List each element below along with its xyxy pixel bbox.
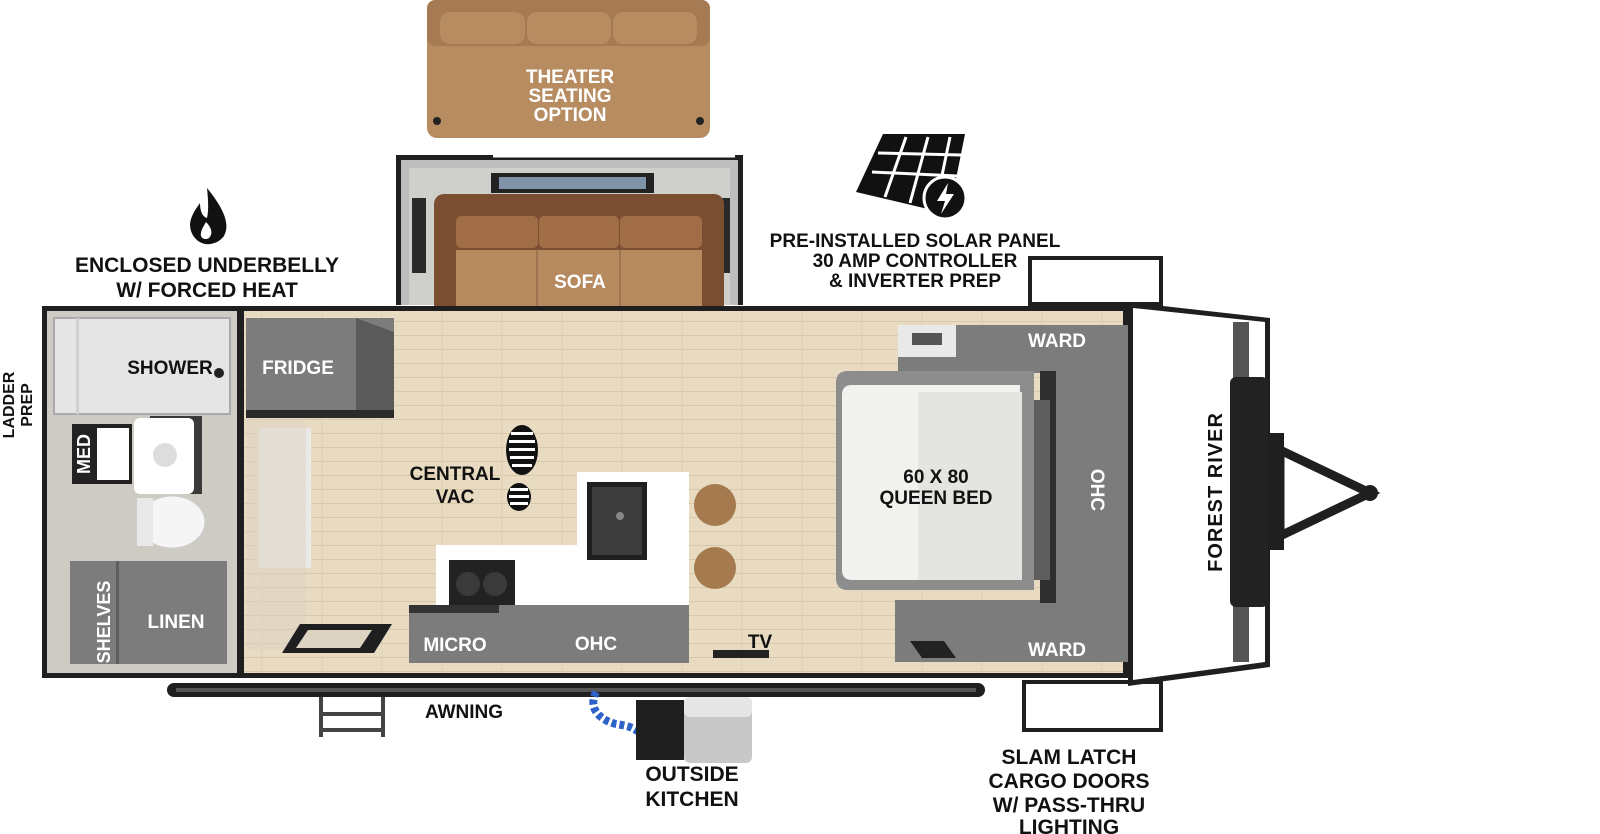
shelves-label: SHELVES <box>94 581 114 664</box>
central-vac-label: CENTRAL VAC <box>410 464 501 508</box>
underbelly-line-2: W/ FORCED HEAT <box>116 279 298 302</box>
fridge-label: FRIDGE <box>262 358 334 379</box>
bed-label: 60 X 80 QUEEN BED <box>880 467 993 509</box>
ohc-galley-label: OHC <box>575 634 618 655</box>
ohc-front-label: OHC <box>1086 469 1107 512</box>
ladder-line-2: PREP <box>19 383 36 427</box>
front-cap <box>1128 302 1381 686</box>
outside-kitchen-line-1: OUTSIDE <box>645 763 738 786</box>
linen-label: LINEN <box>148 612 205 633</box>
ward-top-label: WARD <box>1028 331 1086 352</box>
cargo-line-3: W/ PASS-THRU <box>993 794 1145 817</box>
ladder-label: LADDER PREP <box>1 371 36 438</box>
sofa-label: SOFA <box>554 272 606 293</box>
solar-line-3: & INVERTER PREP <box>829 271 1001 292</box>
trailer-body <box>42 306 1128 678</box>
outside-kitchen-label: OUTSIDE KITCHEN <box>645 763 738 811</box>
central-vac-line-1: CENTRAL <box>410 464 501 485</box>
cargo-line-1: SLAM LATCH <box>1002 746 1137 769</box>
underbelly-line-1: ENCLOSED UNDERBELLY <box>75 254 339 277</box>
micro-label: MICRO <box>423 635 486 656</box>
outside-kitchen-line-2: KITCHEN <box>645 788 738 811</box>
shower-label: SHOWER <box>127 358 213 379</box>
awning <box>167 683 985 737</box>
ladder-line-1: LADDER <box>1 371 18 438</box>
cargo-label: SLAM LATCH CARGO DOORS W/ PASS-THRU LIGH… <box>988 746 1149 834</box>
outside-kitchen-unit <box>589 690 752 763</box>
brand-label: FOREST RIVER <box>1205 412 1227 572</box>
bed-line-1: 60 X 80 <box>903 467 969 488</box>
theater-line-1: THEATER <box>526 67 615 88</box>
cargo-line-2: CARGO DOORS <box>988 770 1149 793</box>
boot-print-icon <box>506 425 538 511</box>
theater-line-3: OPTION <box>534 105 607 126</box>
solar-panel-icon <box>856 134 968 221</box>
solar-line-2: 30 AMP CONTROLLER <box>813 251 1018 272</box>
awning-label: AWNING <box>425 702 503 723</box>
theater-label: THEATER SEATING OPTION <box>526 67 615 126</box>
theater-line-2: SEATING <box>528 86 611 107</box>
underbelly-label: ENCLOSED UNDERBELLY W/ FORCED HEAT <box>75 254 339 302</box>
theater-seating <box>427 0 710 138</box>
cargo-line-4: LIGHTING <box>1019 816 1119 834</box>
cargo-door-frames <box>1022 256 1163 732</box>
central-vac-line-2: VAC <box>436 487 475 508</box>
med-label: MED <box>74 434 94 474</box>
solar-label: PRE-INSTALLED SOLAR PANEL 30 AMP CONTROL… <box>770 231 1061 292</box>
tv-label: TV <box>748 632 773 653</box>
bed-line-2: QUEEN BED <box>880 488 993 509</box>
flame-icon <box>190 188 227 245</box>
ward-bottom-label: WARD <box>1028 640 1086 661</box>
solar-line-1: PRE-INSTALLED SOLAR PANEL <box>770 231 1061 252</box>
